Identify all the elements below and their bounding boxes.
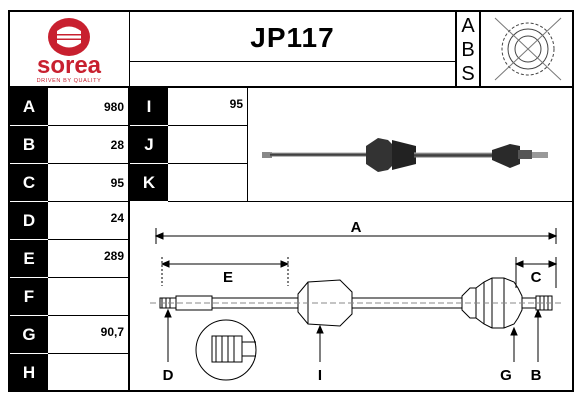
spec-value-i: 95 xyxy=(168,88,248,126)
spline-detail-circle xyxy=(195,319,257,381)
spec-label-c: C xyxy=(10,164,48,202)
drive-shaft-dimension-diagram: A E C D I G B xyxy=(150,219,562,384)
spec-label-f: F xyxy=(10,278,48,316)
spec-value-d: 24 xyxy=(48,202,130,240)
spec-value-g: 90,7 xyxy=(48,316,130,354)
spec-value-b: 28 xyxy=(48,126,130,164)
sorea-logo: sorea DRIVEN BY QUALITY xyxy=(37,18,102,84)
dimension-label-g: G xyxy=(500,367,512,384)
spec-label-g: G xyxy=(10,316,48,354)
brand-logo-cell: sorea DRIVEN BY QUALITY xyxy=(10,12,130,88)
side-letter-b: B xyxy=(461,39,475,61)
dimension-label-i: I xyxy=(318,367,322,384)
spec-value-f xyxy=(48,278,130,316)
part-subheader-cell xyxy=(130,62,456,88)
spec-value-j xyxy=(168,126,248,164)
drive-shaft-product-icon xyxy=(262,138,548,172)
spec-label-b: B xyxy=(10,126,48,164)
dimension-label-b: B xyxy=(531,367,542,384)
spec-label-k: K xyxy=(130,164,168,202)
dimension-label-c: C xyxy=(531,269,542,286)
abs-ring-crossed-icon xyxy=(494,17,562,81)
spec-value-c: 95 xyxy=(48,164,130,202)
dimension-label-e: E xyxy=(223,269,233,286)
spec-label-j: J xyxy=(130,126,168,164)
side-letter-s: S xyxy=(461,63,475,85)
brand-tagline: DRIVEN BY QUALITY xyxy=(37,78,102,84)
side-letter-a: A xyxy=(461,15,475,37)
drive-shaft-spec-sheet: sorea DRIVEN BY QUALITY JP117 A B S A 98… xyxy=(8,10,574,392)
abs-cell: A B S xyxy=(456,12,480,88)
spec-value-h xyxy=(48,354,130,392)
dimension-label-a: A xyxy=(351,219,362,236)
part-number: JP117 xyxy=(250,22,335,53)
spec-label-i: I xyxy=(130,88,168,126)
spec-label-d: D xyxy=(10,202,48,240)
brand-name: sorea xyxy=(37,52,102,79)
spec-value-e: 289 xyxy=(48,240,130,278)
drive-shaft-photo xyxy=(248,88,574,202)
dimension-label-d: D xyxy=(163,367,174,384)
spec-label-e: E xyxy=(10,240,48,278)
inner-joint xyxy=(297,279,353,327)
spec-value-k xyxy=(168,164,248,202)
part-number-cell: JP117 xyxy=(130,12,456,62)
spec-value-a: 980 xyxy=(48,88,130,126)
spec-label-h: H xyxy=(10,354,48,392)
abs-ring-cell xyxy=(480,12,574,88)
spec-label-a: A xyxy=(10,88,48,126)
dimension-drawing: A E C D I G B xyxy=(130,202,574,392)
